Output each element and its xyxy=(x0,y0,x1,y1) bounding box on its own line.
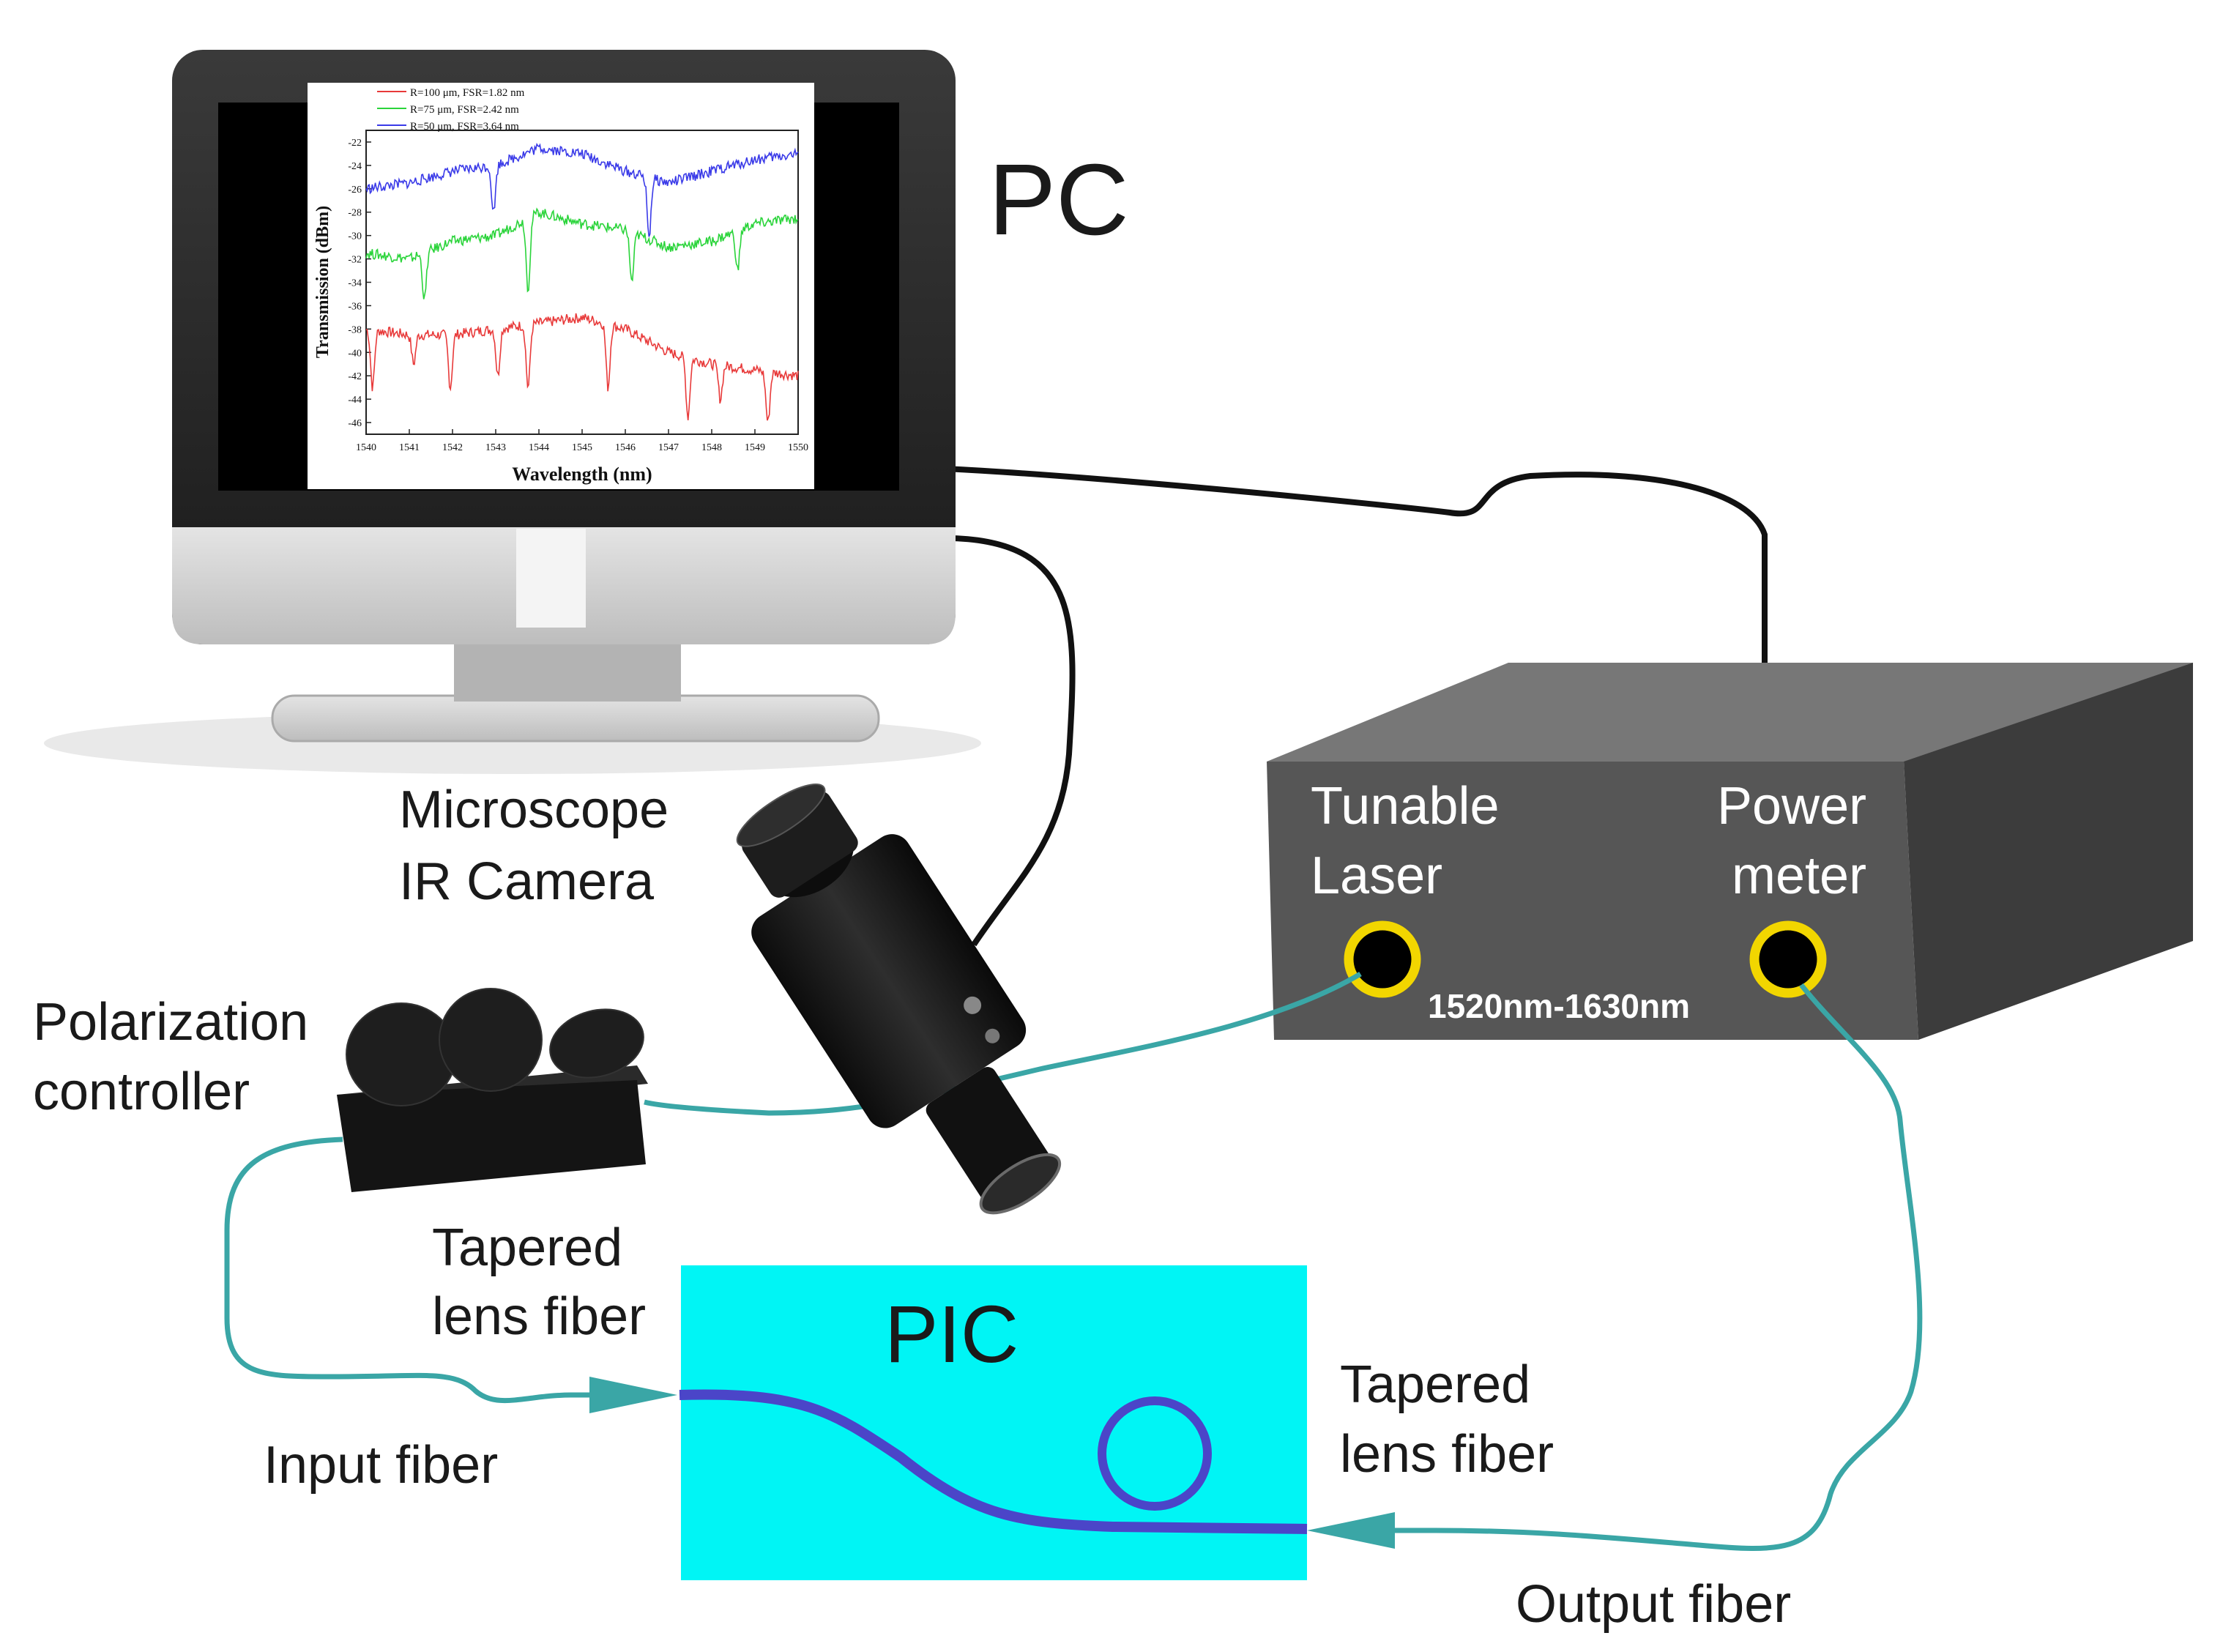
polarization-label-1: Polarization xyxy=(33,993,308,1052)
pc-to-camera-cable xyxy=(951,535,1076,947)
tunable-laser-label-1: Tunable xyxy=(1311,777,1500,836)
controller-front xyxy=(337,1080,646,1192)
tunable-laser-label-2: Laser xyxy=(1311,847,1442,905)
y-tick-label: -24 xyxy=(348,161,362,172)
microscope-ir-camera xyxy=(736,784,1062,1215)
camera-eyepiece xyxy=(742,791,858,898)
y-tick-label: -46 xyxy=(348,418,362,429)
y-axis-ticks: -22 -24 -26 -28 -30 -32 -34 -36 -38 -40 -42 -44 -46 xyxy=(348,138,371,429)
legend-label-r50: R=50 μm, FSR=3.64 nm xyxy=(410,121,519,133)
x-tick-label: 1550 xyxy=(788,442,808,453)
box-top xyxy=(1267,663,2193,762)
chart-background xyxy=(308,83,814,489)
y-tick-label: -42 xyxy=(348,371,362,382)
series-lines xyxy=(365,142,799,421)
microscope-label-1: Microscope xyxy=(399,781,669,839)
paddle-3[interactable] xyxy=(543,1000,652,1088)
x-tick-label: 1541 xyxy=(399,442,420,453)
monitor-chin-highlight xyxy=(516,529,586,628)
pc-to-box-cable xyxy=(944,466,1768,666)
box-side xyxy=(1904,663,2193,1040)
input-fiber-label: Input fiber xyxy=(264,1436,498,1495)
y-tick-label: -38 xyxy=(348,324,362,335)
y-tick-label: -40 xyxy=(348,348,362,359)
paddle-2[interactable] xyxy=(439,988,543,1092)
y-tick-label: -44 xyxy=(348,395,362,406)
y-tick-label: -28 xyxy=(348,208,362,219)
chart-ylabel: Transmission (dBm) xyxy=(313,206,332,358)
y-tick-label: -22 xyxy=(348,138,362,149)
pic-label: PIC xyxy=(885,1290,1019,1380)
camera-body xyxy=(751,834,1027,1128)
monitor-base xyxy=(271,694,880,743)
power-meter-label-2: meter xyxy=(1732,847,1866,905)
tapered-lens-left-label-1: Tapered xyxy=(432,1218,622,1277)
input-fiber-path xyxy=(224,1136,604,1404)
camera-screw-1 xyxy=(964,996,982,1014)
power-meter-label-1: Power xyxy=(1717,777,1866,836)
x-tick-label: 1542 xyxy=(442,442,463,453)
x-axis-ticks: 1540 1541 1542 1543 1544 1545 1546 1547 1548 1549… xyxy=(356,429,808,453)
legend-label-r75: R=75 μm, FSR=2.42 nm xyxy=(410,104,519,116)
microscope-label-2: IR Camera xyxy=(399,852,655,911)
x-tick-label: 1543 xyxy=(485,442,506,453)
tapered-lens-right-label-1: Tapered xyxy=(1340,1355,1530,1414)
output-tapered-lens-tip xyxy=(1307,1512,1395,1549)
output-fiber-label: Output fiber xyxy=(1516,1575,1791,1634)
x-tick-label: 1548 xyxy=(701,442,722,453)
laser-port[interactable] xyxy=(1344,920,1421,998)
x-tick-label: 1544 xyxy=(529,442,549,453)
output-fiber-path xyxy=(1391,983,1923,1552)
pc-label: PC xyxy=(988,144,1129,256)
pic-chip: PIC xyxy=(679,1265,1308,1580)
tapered-lens-right-label-2: lens fiber xyxy=(1340,1425,1554,1484)
spectrum-chart: -22-24-26-28-30-32-34-36-38-40-42-44-46 … xyxy=(308,83,814,489)
x-tick-label: 1546 xyxy=(615,442,636,453)
camera-lens-end xyxy=(979,1153,1062,1215)
input-tapered-lens-tip xyxy=(589,1377,677,1413)
y-tick-label: -32 xyxy=(348,255,362,266)
pic-ring-resonator xyxy=(1098,1396,1212,1511)
laser-power-meter-box: Tunable Laser Power meter 1520nm-1630nm xyxy=(1267,663,2193,1040)
series-line-0 xyxy=(365,313,799,421)
series-line-1 xyxy=(365,207,799,299)
camera-eyepiece-rim xyxy=(736,784,826,847)
wavelength-range-label: 1520nm-1630nm xyxy=(1428,987,1690,1025)
x-tick-label: 1547 xyxy=(658,442,679,453)
polarization-controller[interactable] xyxy=(337,988,652,1192)
tapered-lens-left-label-2: lens fiber xyxy=(432,1287,646,1346)
y-tick-label: -30 xyxy=(348,231,362,242)
y-tick-label: -26 xyxy=(348,185,362,196)
chart-xlabel: Wavelength (nm) xyxy=(512,464,652,485)
x-tick-label: 1540 xyxy=(356,442,376,453)
power-meter-port[interactable] xyxy=(1749,920,1827,998)
polarization-label-2: controller xyxy=(33,1063,250,1121)
x-tick-label: 1549 xyxy=(745,442,765,453)
y-tick-label: -34 xyxy=(348,278,362,289)
series-line-2 xyxy=(365,142,799,237)
y-tick-label: -36 xyxy=(348,301,362,312)
chart-legend: R=100 μm, FSR=1.82 nm R=75 μm, FSR=2.42 … xyxy=(377,87,525,133)
camera-screw-2 xyxy=(985,1028,1000,1043)
x-tick-label: 1545 xyxy=(572,442,592,453)
legend-label-r100: R=100 μm, FSR=1.82 nm xyxy=(410,87,525,99)
pic-waveguide xyxy=(679,1389,1308,1534)
paddle-1[interactable] xyxy=(346,1002,457,1106)
